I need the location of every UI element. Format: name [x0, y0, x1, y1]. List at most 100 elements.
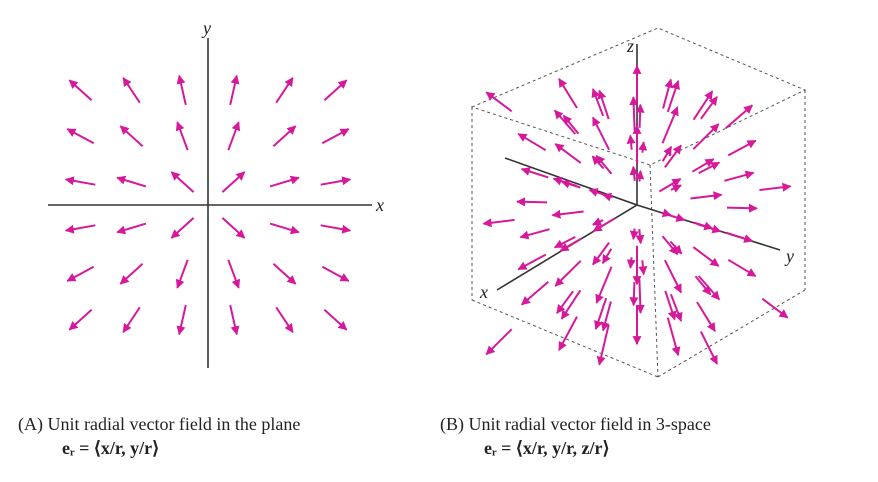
radial-arrow-3d-36: [594, 297, 608, 330]
radial-arrow-3d-13: [759, 182, 792, 192]
panel-a-y-label: y: [201, 18, 211, 38]
panel-a-caption-title: (A) Unit radial vector field in the plan…: [18, 414, 301, 434]
radial-arrow-3d-26: [692, 246, 720, 267]
radial-arrow-3d-5: [694, 275, 712, 296]
radial-arrow-2d-15: [221, 171, 246, 193]
radial-arrow-3d-64: [592, 217, 616, 232]
radial-arrow-3d-75: [482, 218, 515, 228]
radial-arrow-3d-73: [670, 184, 682, 193]
radial-arrow-3d-12: [761, 297, 789, 319]
radial-arrow-3d-9: [725, 231, 754, 243]
radial-arrow-2d-27: [227, 259, 241, 289]
radial-arrow-3d-8: [692, 90, 714, 121]
radial-arrow-3d-54: [517, 253, 547, 271]
radial-arrow-3d-84: [600, 301, 612, 332]
radial-arrow-3d-59: [551, 209, 584, 219]
radial-arrow-3d-61: [558, 78, 578, 109]
radial-arrow-3d-11: [725, 104, 753, 130]
radial-arrow-3d-25: [696, 301, 716, 332]
radial-arrow-2d-24: [66, 265, 95, 282]
radial-arrow-3d-85: [601, 248, 613, 265]
radial-arrow-2d-35: [323, 308, 348, 331]
box-top-face: [470, 27, 807, 166]
radial-arrow-3d-33: [553, 236, 576, 249]
radial-arrow-3d-86: [602, 192, 613, 202]
radial-arrow-3d-71: [669, 293, 683, 322]
radial-arrow-3d-30: [726, 203, 758, 213]
radial-arrow-3d-74: [485, 328, 513, 356]
radial-arrow-3d-82: [560, 179, 581, 189]
radial-arrow-3d-80: [560, 289, 582, 320]
radial-arrow-2d-4: [275, 77, 294, 104]
panel-a-arrows: [64, 74, 352, 336]
radial-arrow-2d-10: [272, 125, 297, 147]
radial-arrow-3d-70: [635, 103, 645, 128]
panel-b-y-label: y: [784, 246, 794, 266]
radial-arrow-2d-0: [68, 79, 93, 102]
radial-arrow-3d-81: [559, 237, 583, 252]
radial-arrow-2d-16: [269, 175, 300, 188]
radial-arrow-3d-56: [517, 132, 547, 152]
radial-arrow-3d-28: [692, 123, 720, 150]
radial-arrow-3d-18: [629, 228, 639, 240]
radial-arrow-2d-20: [170, 217, 195, 239]
panel-b-caption-title: (B) Unit radial vector field in 3-space: [440, 414, 711, 434]
radial-arrow-3d-57: [558, 316, 578, 351]
panel-b-x-label: x: [479, 282, 488, 302]
radial-arrow-2d-33: [229, 304, 240, 336]
radial-arrow-2d-6: [66, 128, 95, 145]
radial-arrow-3d-4: [662, 78, 674, 109]
radial-arrow-3d-49: [700, 331, 718, 365]
radial-arrow-3d-63: [595, 266, 613, 304]
radial-arrow-3d-58: [554, 260, 582, 287]
panel-b-z-label: z: [626, 36, 634, 56]
radial-arrow-3d-77: [521, 280, 549, 306]
box-edge-bottom-right: [657, 289, 806, 378]
radial-arrow-2d-1: [122, 77, 141, 104]
radial-arrow-2d-9: [227, 121, 241, 151]
radial-arrow-3d-0: [626, 257, 636, 269]
radial-arrow-3d-67: [635, 279, 645, 314]
radial-arrow-2d-19: [116, 222, 147, 235]
radial-arrow-3d-37: [592, 242, 610, 266]
radial-arrow-3d-21: [664, 290, 677, 321]
radial-arrow-3d-79: [520, 167, 549, 179]
radial-arrow-3d-68: [635, 229, 645, 245]
radial-arrow-2d-5: [323, 79, 348, 102]
radial-arrow-3d-65: [595, 155, 613, 175]
radial-arrow-3d-46: [661, 211, 686, 222]
radial-arrow-2d-31: [122, 306, 141, 333]
radial-arrow-3d-31: [727, 139, 757, 157]
radial-arrow-3d-1: [626, 134, 636, 150]
radial-arrow-3d-72: [669, 240, 683, 255]
panel-a-x-label: x: [375, 195, 384, 215]
box-edge-front: [649, 164, 659, 378]
panel-a-caption-formula: eᵣ = ⟨x/r, y/r⟩: [62, 438, 160, 458]
radial-arrow-2d-2: [176, 74, 187, 106]
radial-arrow-3d-27: [690, 191, 723, 201]
radial-arrow-3d-19: [629, 165, 639, 181]
panel-b-box: [470, 27, 807, 378]
radial-arrow-2d-7: [119, 125, 144, 147]
radial-arrow-3d-35: [553, 109, 577, 135]
radial-arrow-3d-88: [638, 141, 648, 153]
radial-arrow-3d-16: [591, 88, 605, 117]
radial-arrow-2d-26: [175, 259, 189, 289]
radial-arrow-3d-83: [562, 114, 580, 135]
radial-arrow-2d-28: [272, 263, 297, 285]
radial-arrow-3d-17: [629, 282, 639, 307]
radial-arrow-3d-48: [666, 80, 680, 113]
panel-a-plane-field: x y: [48, 18, 384, 368]
radial-arrow-3d-24: [661, 106, 679, 144]
radial-arrow-2d-3: [229, 74, 240, 106]
radial-arrow-2d-23: [320, 224, 352, 234]
radial-arrow-2d-13: [116, 175, 147, 188]
radial-arrow-2d-34: [275, 306, 294, 333]
radial-arrow-3d-53: [700, 96, 718, 120]
radial-arrow-3d-52: [698, 161, 721, 174]
radial-arrow-2d-12: [64, 176, 96, 186]
panel-b-caption-formula: eᵣ = ⟨x/r, y/r, z/r⟩: [484, 438, 610, 458]
radial-arrow-3d-22: [661, 235, 679, 255]
radial-arrow-3d-10: [724, 170, 755, 182]
